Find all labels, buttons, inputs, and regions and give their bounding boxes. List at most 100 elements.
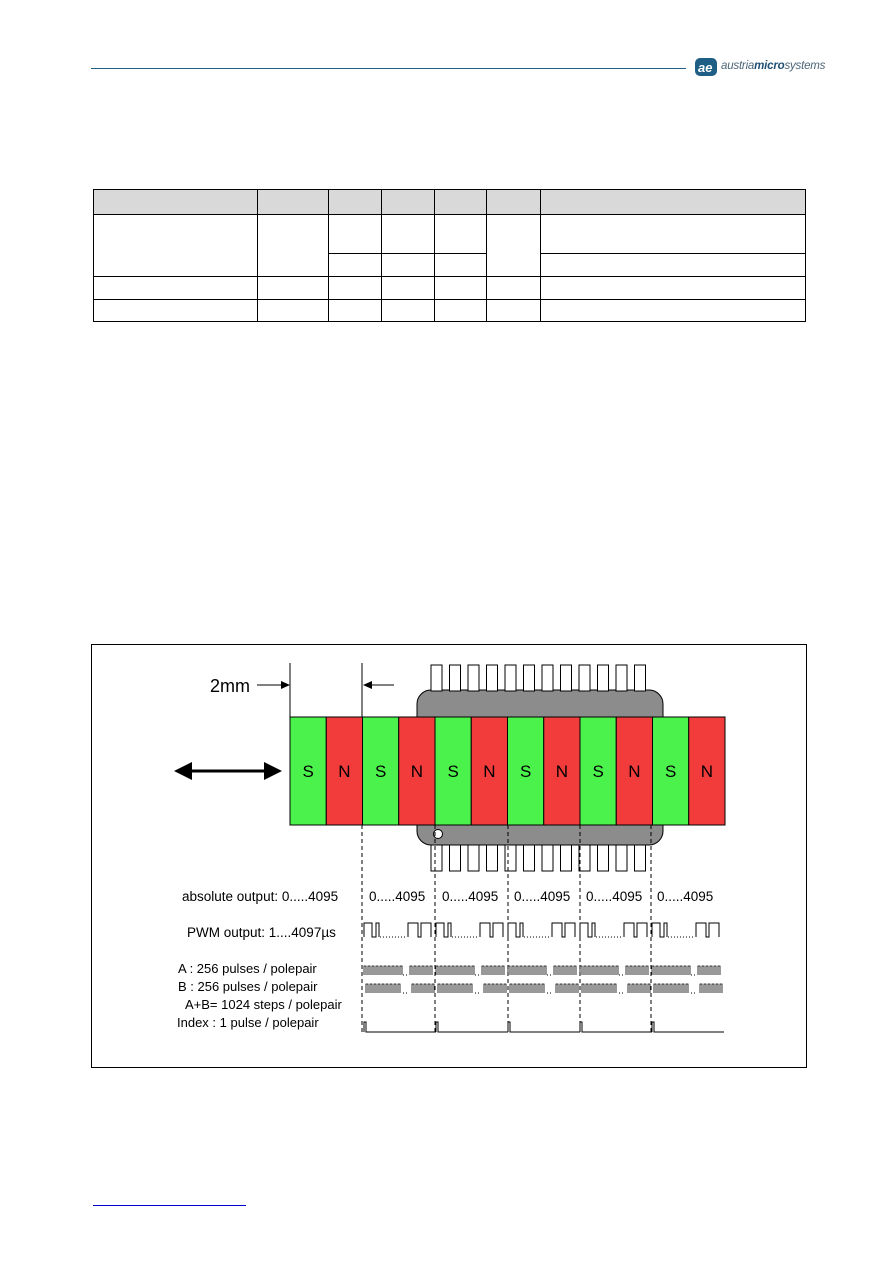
pulse-train (509, 983, 579, 993)
south-pole (434, 716, 472, 826)
package-pin (486, 844, 498, 872)
package-pin (541, 664, 554, 692)
index-waveform (363, 1021, 724, 1033)
package-pin (634, 664, 646, 692)
absolute-output-range: 0.....4095 (514, 889, 570, 904)
package-pin (560, 844, 572, 872)
pole-label: S (447, 762, 458, 781)
spec-table (93, 189, 806, 322)
svg-text:ae: ae (698, 60, 712, 75)
table-row (93, 299, 806, 322)
package-pin (523, 664, 535, 692)
absolute-output-range: 0.....4095 (369, 889, 425, 904)
package-pin (523, 844, 535, 872)
package-pin (449, 844, 461, 872)
pole-label: N (338, 762, 350, 781)
package-pin (430, 664, 443, 692)
pulse-train (365, 983, 435, 993)
a-channel-label: A : 256 pulses / polepair (178, 961, 317, 976)
pwm-pulse (551, 922, 576, 938)
package-pin (504, 664, 517, 692)
package-pin (634, 844, 646, 872)
pulse-train (653, 983, 723, 993)
north-pole (470, 716, 508, 826)
pulse-train (437, 983, 507, 993)
package-pin (504, 844, 517, 872)
pulse-train (651, 965, 721, 975)
pwm-pulse (623, 922, 648, 938)
absolute-output-range: 0.....4095 (586, 889, 642, 904)
south-pole (289, 716, 327, 826)
absolute-output-range: 0.....4095 (657, 889, 713, 904)
b-channel-label: B : 256 pulses / polepair (178, 979, 318, 994)
header-rule (91, 68, 686, 69)
logo-text: austriamicrosystems (721, 60, 826, 72)
north-pole (543, 716, 581, 826)
package-pin (467, 844, 480, 872)
table-header-row (93, 189, 806, 215)
motion-arrow-left-head (174, 762, 192, 780)
pwm-pulse (479, 922, 504, 938)
dimension-arrowhead-left (281, 681, 290, 689)
pwm-waveform (363, 922, 720, 938)
package-pin (449, 664, 461, 692)
ams-logo-icon: ae (695, 58, 717, 76)
package-pin (430, 844, 443, 872)
dimension-label: 2mm (210, 676, 250, 696)
pin1-marker (433, 829, 443, 839)
south-pole (507, 716, 545, 826)
company-logo: ae austriamicrosystems (694, 56, 834, 80)
package-pins-bottom (430, 844, 646, 872)
pole-label: S (520, 762, 531, 781)
package-pin (597, 664, 609, 692)
pole-label: S (665, 762, 676, 781)
north-pole (615, 716, 653, 826)
pole-label: S (375, 762, 386, 781)
pulse-train (507, 965, 577, 975)
pwm-pulse (651, 922, 668, 938)
a-channel-waveform (363, 965, 721, 976)
index-pulse (363, 1021, 724, 1033)
pole-label: N (411, 762, 423, 781)
pole-label: N (483, 762, 495, 781)
b-channel-waveform (365, 983, 723, 994)
north-pole (398, 716, 436, 826)
table-row (93, 276, 806, 300)
pwm-pulse (579, 922, 596, 938)
north-pole (325, 716, 363, 826)
pole-label: S (302, 762, 313, 781)
pwm-pulse (507, 922, 524, 938)
footer-link[interactable] (93, 1205, 246, 1206)
table-row (93, 214, 806, 277)
motion-arrow-right-head (264, 762, 282, 780)
pwm-pulse (363, 922, 380, 938)
absolute-output-repeats: 0.....4095 0.....4095 0.....4095 0.....4095… (369, 889, 713, 904)
pwm-pulse (407, 922, 432, 938)
absolute-output-label: absolute output: 0.....4095 (182, 889, 338, 904)
pole-label: N (701, 762, 713, 781)
pole-label: N (556, 762, 568, 781)
package-pin (597, 844, 609, 872)
package-pin (615, 844, 628, 872)
package-pin (578, 664, 591, 692)
index-label: Index : 1 pulse / polepair (177, 1015, 319, 1030)
pwm-output-label: PWM output: 1....4097µs (187, 925, 336, 940)
package-pin (467, 664, 480, 692)
package-pins-top (430, 664, 646, 692)
pulse-train (363, 965, 433, 975)
pole-label: S (592, 762, 603, 781)
absolute-output-range: 0.....4095 (442, 889, 498, 904)
package-pin (486, 664, 498, 692)
package-pin (541, 844, 554, 872)
package-pin (578, 844, 591, 872)
ab-steps-label: A+B= 1024 steps / polepair (185, 997, 343, 1012)
pulse-train (435, 965, 505, 975)
dimension-arrowhead-right (363, 681, 372, 689)
pulse-train (579, 965, 649, 975)
pulse-train (581, 983, 651, 993)
pwm-pulse (695, 922, 720, 938)
package-pin (560, 664, 572, 692)
